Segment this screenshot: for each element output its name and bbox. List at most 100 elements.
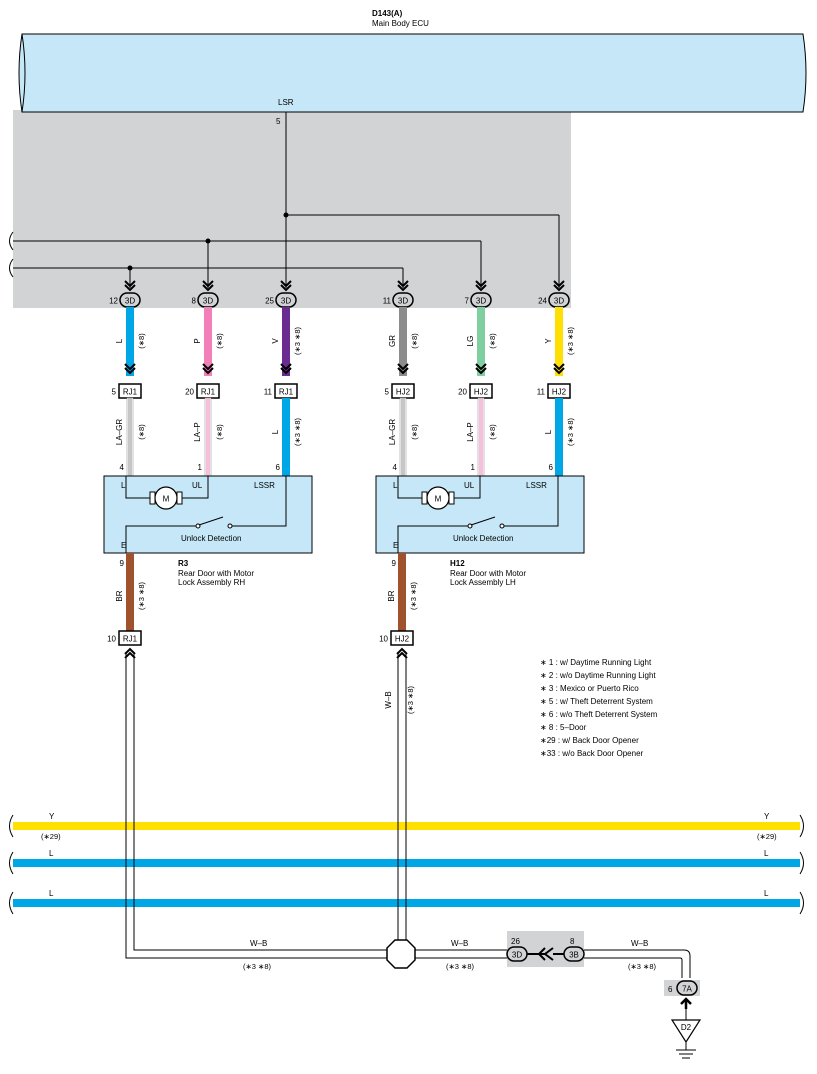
wire-label: L [49,889,54,898]
wire-stripe-bg [399,397,407,477]
wire-label: L [764,849,769,858]
chevron-icon [280,363,292,375]
wire-label: LA–GR [115,419,124,445]
assembly-name: Lock Assembly LH [450,578,516,587]
ground-run-1-wire: W–B [250,939,267,948]
ground-pin: 9 [392,559,397,568]
wire-note: (∗3 ∗8) [566,327,575,355]
motor-brush [149,491,156,505]
wire-p [204,307,212,376]
note-line: ∗29 : w/ Back Door Opener [540,736,639,745]
pin-ul-label: UL [464,481,475,490]
motor-brush [421,491,428,505]
connector-pin: 25 [265,297,274,306]
note-line: ∗ 1 : w/ Daytime Running Light [540,658,652,667]
assembly-name: Rear Door with Motor [178,569,254,578]
wire-label: Y [764,812,770,821]
junction-dots [127,212,289,271]
ground-harness: W–B (∗3 ∗8) W–B (∗3 ∗8) W–B (∗3 ∗8) W–B … [125,652,702,1059]
terminal-pin: 6 [549,463,554,472]
splice-octagon [386,939,416,969]
connector-pin: 8 [192,297,197,306]
connector-code: 3D [281,297,291,306]
note-line: ∗ 5 : w/ Theft Deterrent System [540,697,653,706]
ecu-name: Main Body ECU [372,19,429,28]
wire-v [282,307,290,376]
chevron-icon [475,363,487,375]
wire-label: V [271,338,280,344]
wire-label: BR [387,590,396,601]
assembly-code: H12 [450,559,465,568]
switch-wire [504,476,559,527]
ecu-pin-label: LSR [278,98,294,107]
bottom-connector [390,630,414,646]
chevron-up-icon [396,647,408,659]
connector-code: 3D [398,297,408,306]
wire-note: (∗8) [215,333,224,349]
wire-label: L [271,429,280,434]
chevron-icon [397,363,409,375]
wire-label: LG [466,336,475,347]
connector-code: HJ2 [552,388,567,397]
ground-conn-pin: 6 [668,985,673,994]
break-mark [799,891,804,915]
connector-pin: 10 [379,635,388,644]
note-line: ∗ 2 : w/o Daytime Running Light [540,671,656,680]
shaded-area [13,110,571,308]
switch-label: Unlock Detection [453,534,513,543]
wire-label: Y [544,338,553,344]
connector-pin: 11 [537,388,546,397]
wire-note: (∗8) [488,333,497,349]
note-line: ∗ 6 : w/o Theft Deterrent System [540,710,658,719]
wire-l [282,398,290,476]
connector-pin: 11 [383,297,392,306]
wire-label: L [115,338,124,343]
pin-lssr-label: LSSR [254,481,275,490]
connector-code: HJ2 [395,635,410,644]
connector-code: RJ1 [279,388,294,397]
chevron-icon [475,280,487,292]
connector-code: HJ2 [474,388,489,397]
connector-pin: 20 [185,388,194,397]
wire-note: (∗8) [137,333,146,349]
connector-pin: 12 [109,297,118,306]
chevron-up-icon [124,647,136,659]
terminal-pin: 4 [120,463,125,472]
upper-connector-1: 3D 8P (∗8) [192,280,224,376]
junction-right-pin: 8 [570,937,575,946]
pin-l-label: L [393,481,398,490]
pin-ul-label: UL [192,481,203,490]
connector-pin: 5 [112,388,117,397]
ecu-pin-number: 5 [276,117,281,126]
wire-stripe-bg [477,397,485,477]
junction-left-pin: 26 [511,937,520,946]
motor-wire [125,476,150,499]
connector-code: 3D [203,297,213,306]
wire-note: (∗8) [215,424,224,440]
wire-gr [399,307,407,376]
note-line: ∗33 : w/o Back Door Opener [540,749,644,758]
wire-y [555,307,563,376]
connector-pin: 24 [538,297,547,306]
wire-note: (∗8) [488,424,497,440]
ground-triangle [670,1019,702,1044]
ground-run-1-note: (∗3 ∗8) [243,962,271,971]
terminal-pin: 1 [471,463,476,472]
wire-label: L [544,429,553,434]
connector-code: RJ1 [201,388,216,397]
wire-label: LA–P [466,422,475,442]
lh-vertical-wire: W–B [384,691,393,708]
ground-run-3-note: (∗3 ∗8) [628,962,656,971]
wire-label: P [193,338,202,343]
chevron-icon [553,280,565,292]
switch-contact [227,523,233,529]
main-body-ecu: D143(A) Main Body ECU LSR 5 [18,9,807,126]
wire-note: (∗8) [410,424,419,440]
